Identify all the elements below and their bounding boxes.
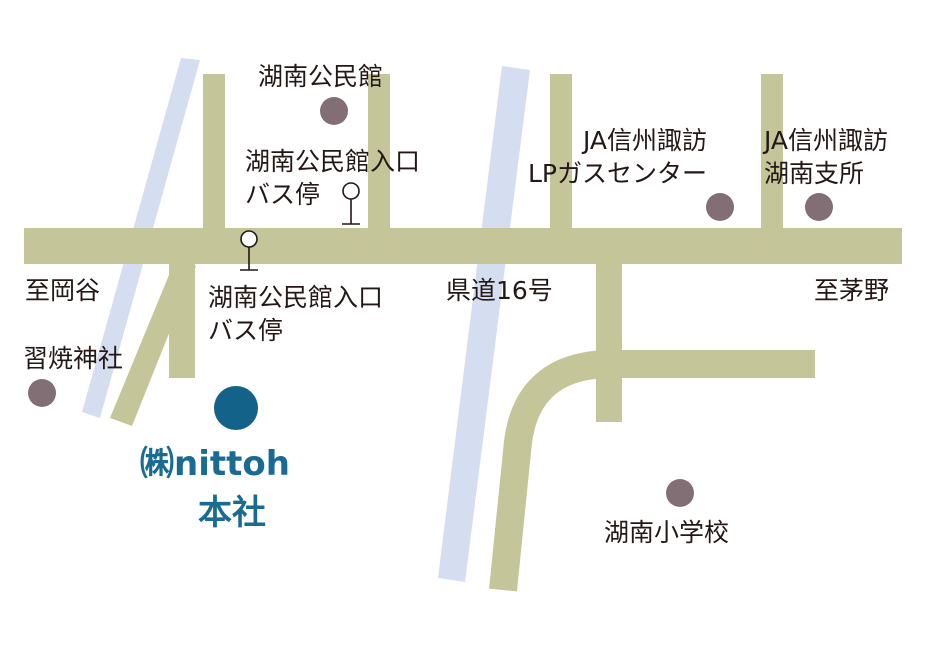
landmark-dot-icon <box>320 97 348 125</box>
landmark-dot-icon <box>666 479 694 507</box>
label-to-chino: 至茅野 <box>814 276 890 305</box>
label-konan-elementary: 湖南小学校 <box>604 518 730 547</box>
river-center <box>438 66 530 582</box>
road-north-4 <box>761 74 783 234</box>
label-konan-kominkan: 湖南公民館 <box>258 62 384 91</box>
road-diagonal-shrine <box>110 258 196 426</box>
label-busstop-upper: 湖南公民館入口 バス停 <box>245 147 421 209</box>
bus-stop-icon <box>342 182 360 225</box>
landmark-dot-icon <box>706 193 734 221</box>
label-company-name: ㈱nittoh <box>140 444 290 484</box>
road-curve-school <box>489 350 815 592</box>
bus-stop-icon <box>240 230 258 271</box>
company-location-icon <box>214 386 258 430</box>
label-company-hq: 本社 <box>198 493 266 533</box>
landmark-dot-icon <box>805 193 833 221</box>
landmark-dot-icon <box>28 379 56 407</box>
label-route-16: 県道16号 <box>446 276 553 305</box>
label-narai-shrine: 習焼神社 <box>23 344 124 373</box>
label-busstop-lower: 湖南公民館入口 バス停 <box>208 283 384 345</box>
road-north-1 <box>203 74 225 234</box>
road-north-3 <box>550 74 572 234</box>
main-road-prefectural-16 <box>24 228 902 264</box>
label-ja-gas-center: JA信州諏訪 LPガスセンター <box>528 126 708 188</box>
road-north-2 <box>368 74 390 234</box>
road-south-school <box>596 260 622 422</box>
label-ja-konan-branch: JA信州諏訪 湖南支所 <box>764 126 889 188</box>
label-to-okaya: 至岡谷 <box>25 276 101 305</box>
